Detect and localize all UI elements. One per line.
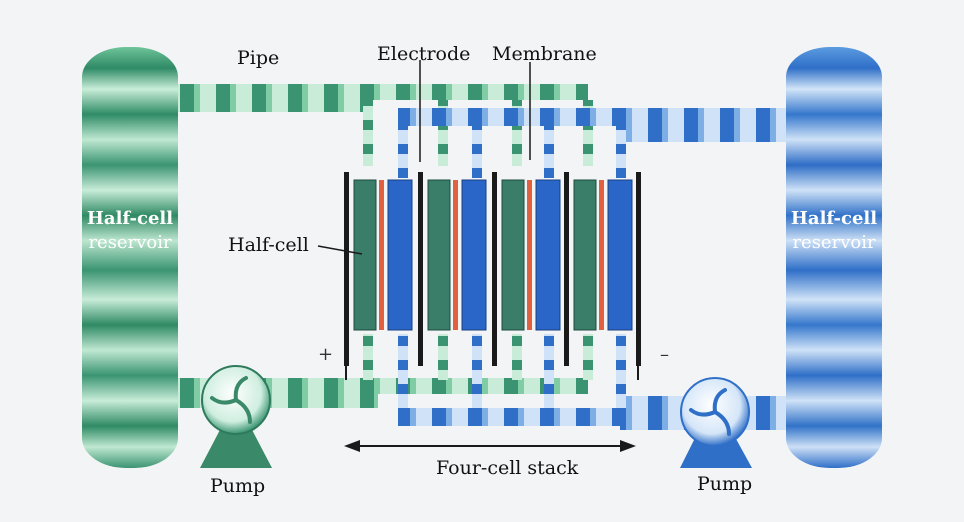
left-reservoir: [82, 47, 178, 468]
impeller-icon: [689, 388, 731, 436]
right-reservoir-label-line2: reservoir: [792, 232, 876, 253]
half-cell-leader: [317, 245, 363, 255]
left-pump-label: Pump: [210, 475, 265, 497]
electrode-plate: [636, 172, 641, 366]
pipe-label: Pipe: [237, 47, 279, 69]
membrane-strip: [599, 180, 604, 330]
membrane-strip: [527, 180, 532, 330]
membrane-strip: [453, 180, 458, 330]
electrode-plate: [492, 172, 497, 366]
stack-width-arrow: [344, 440, 636, 452]
membrane-label: Membrane: [492, 43, 597, 65]
right-pump: [680, 377, 752, 468]
electrode-plate: [344, 172, 349, 366]
half-cell-label: Half-cell: [228, 234, 309, 256]
electrode-label: Electrode: [377, 43, 470, 65]
left-pump: [200, 365, 272, 468]
four-cell-stack: [344, 172, 641, 366]
electrode-plate: [418, 172, 423, 366]
left-reservoir-label-line2: reservoir: [88, 232, 172, 253]
negative-sign: –: [660, 344, 669, 365]
membrane-strip: [379, 180, 384, 330]
positive-sign: +: [318, 344, 333, 365]
electrode-plate: [564, 172, 569, 366]
right-pump-label: Pump: [697, 473, 752, 495]
blue-pipes: [398, 108, 786, 430]
impeller-icon: [210, 376, 252, 424]
stack-label: Four-cell stack: [436, 457, 579, 479]
right-reservoir: [786, 47, 882, 468]
left-reservoir-label-line1: Half-cell: [87, 208, 173, 229]
right-reservoir-label-line1: Half-cell: [791, 208, 877, 229]
